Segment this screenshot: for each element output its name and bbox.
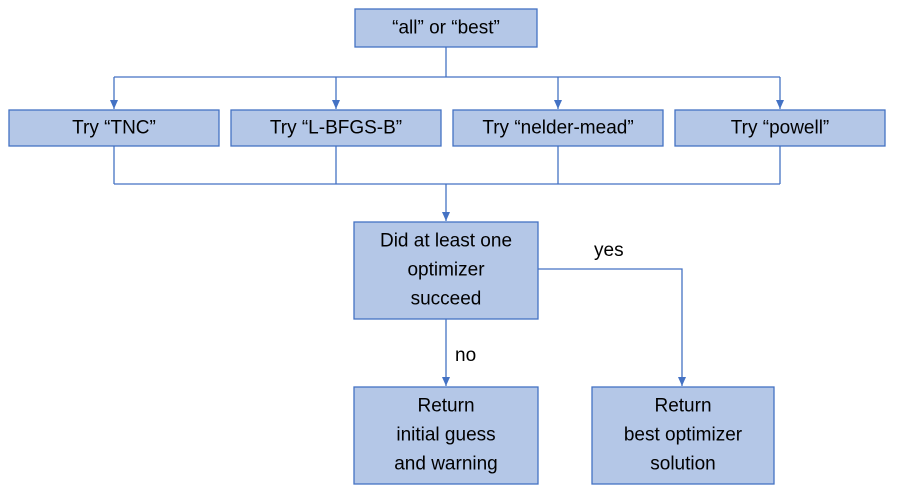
- outcome-connectors: [442, 268, 686, 386]
- return-initial-node: Return initial guess and warning: [353, 386, 539, 485]
- decision-line-2: optimizer: [407, 260, 485, 281]
- return-best-line-3: solution: [650, 454, 716, 475]
- start-node: “all” or “best”: [354, 8, 538, 48]
- fan-in-connectors: [113, 146, 781, 221]
- try-nelder-mead-node: Try “nelder-mead”: [452, 109, 664, 147]
- return-best-line-1: Return: [654, 396, 711, 417]
- decision-line-3: succeed: [411, 289, 482, 310]
- return-best-line-2: best optimizer: [624, 425, 743, 446]
- try-tnc-label: Try “TNC”: [72, 118, 156, 139]
- edge-label-yes: yes: [594, 240, 624, 261]
- return-best-node: Return best optimizer solution: [591, 386, 775, 485]
- try-powell-label: Try “powell”: [731, 118, 830, 139]
- return-initial-line-3: and warning: [394, 454, 498, 475]
- return-initial-line-1: Return: [417, 396, 474, 417]
- try-powell-node: Try “powell”: [674, 109, 886, 147]
- arrow-yes-to-return-best: [538, 268, 686, 386]
- try-nelder-mead-label: Try “nelder-mead”: [482, 118, 633, 139]
- start-node-label: “all” or “best”: [392, 18, 500, 39]
- try-lbfgsb-node: Try “L-BFGS-B”: [230, 109, 442, 147]
- try-lbfgsb-label: Try “L-BFGS-B”: [270, 118, 402, 139]
- try-tnc-node: Try “TNC”: [8, 109, 220, 147]
- decision-line-1: Did at least one: [380, 231, 512, 252]
- decision-node: Did at least one optimizer succeed: [353, 221, 539, 320]
- edge-label-no: no: [455, 345, 476, 366]
- fan-out-connectors: [110, 47, 784, 109]
- return-initial-line-2: initial guess: [396, 425, 495, 446]
